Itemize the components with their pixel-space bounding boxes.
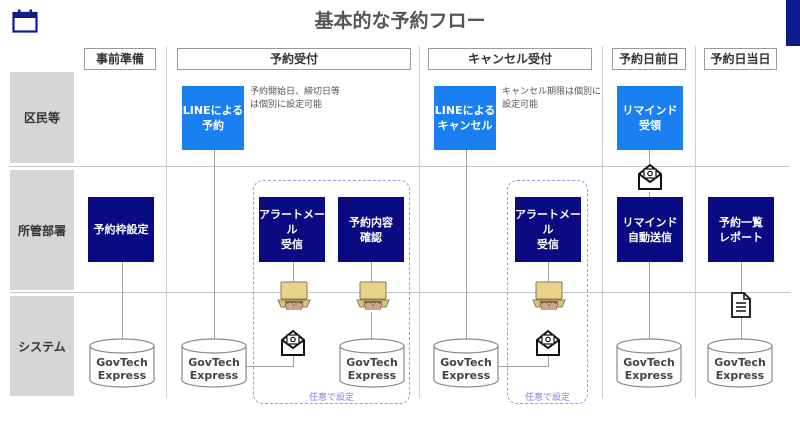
connector-line — [371, 312, 372, 340]
database-govtech-express: GovTech Express — [615, 338, 683, 388]
database-label: GovTech Express — [623, 356, 675, 382]
optional-label: 任意で設定 — [524, 393, 570, 403]
connector-line — [548, 355, 549, 367]
row-divider — [10, 166, 790, 167]
column-divider — [419, 46, 420, 398]
column-header-day-of: 予約日当日 — [704, 48, 777, 70]
column-divider — [695, 46, 696, 398]
connector-line — [741, 318, 742, 338]
optional-area-cancel — [507, 180, 588, 404]
database-label: GovTech Express — [188, 356, 240, 382]
connector-line — [466, 150, 467, 338]
connector-line — [371, 262, 372, 282]
column-divider — [602, 46, 603, 398]
page-title: 基本的な予約フロー — [314, 10, 486, 32]
laptop-icon — [277, 280, 311, 316]
database-govtech-express: GovTech Express — [706, 338, 774, 388]
alert-mail-cancel-box: アラートメール 受信 — [515, 197, 581, 262]
remind-auto-send-box: リマインド 自動送信 — [617, 197, 683, 262]
optional-label: 任意で設定 — [308, 393, 354, 403]
row-label-department: 所管部署 — [10, 170, 74, 290]
connector-line — [122, 262, 123, 338]
connector-line — [244, 366, 294, 367]
database-govtech-express: GovTech Express — [432, 338, 500, 388]
reservation-check-box: 予約内容 確認 — [338, 197, 404, 262]
document-icon — [731, 292, 751, 322]
slot-setting-box: 予約枠設定 — [88, 197, 154, 262]
optional-area-reservation — [253, 180, 410, 404]
cancel-note: キャンセル期限は個別に 設定可能 — [502, 87, 602, 110]
connector-line — [741, 262, 742, 292]
reservation-note: 予約開始日、締切日等 は個別に設定可能 — [250, 87, 341, 110]
connector-line — [649, 150, 650, 164]
remind-receive-box: リマインド 受領 — [617, 86, 683, 150]
database-label: GovTech Express — [714, 356, 766, 382]
mail-icon — [280, 329, 306, 361]
mail-icon — [637, 163, 663, 195]
database-label: GovTech Express — [440, 356, 492, 382]
database-label: GovTech Express — [96, 356, 148, 382]
column-header-preparation: 事前準備 — [84, 48, 156, 70]
connector-line — [649, 262, 650, 338]
connector-line — [649, 192, 650, 200]
column-header-reservation: 予約受付 — [177, 48, 411, 70]
database-govtech-express: GovTech Express — [338, 338, 406, 388]
row-label-system: システム — [10, 296, 74, 396]
database-govtech-express: GovTech Express — [88, 338, 156, 388]
column-header-cancel: キャンセル受付 — [428, 48, 592, 70]
column-header-day-before: 予約日前日 — [612, 48, 686, 70]
line-cancel-box: LINEによる キャンセル — [434, 86, 496, 150]
laptop-icon — [532, 280, 566, 316]
accent-bar — [786, 0, 800, 46]
mail-icon — [535, 329, 561, 361]
connector-line — [293, 262, 294, 282]
database-govtech-express: GovTech Express — [180, 338, 248, 388]
connector-line — [214, 150, 215, 338]
database-label: GovTech Express — [346, 356, 398, 382]
laptop-icon — [356, 280, 390, 316]
connector-line — [293, 355, 294, 367]
line-reservation-box: LINEによる 予約 — [182, 86, 244, 150]
alert-mail-box: アラートメール 受信 — [259, 197, 325, 262]
column-divider — [166, 46, 167, 398]
connector-line — [548, 262, 549, 282]
row-label-residents: 区民等 — [10, 72, 74, 163]
row-divider — [10, 292, 790, 293]
report-box: 予約一覧 レポート — [708, 197, 774, 262]
connector-line — [496, 366, 549, 367]
calendar-icon — [12, 9, 38, 37]
